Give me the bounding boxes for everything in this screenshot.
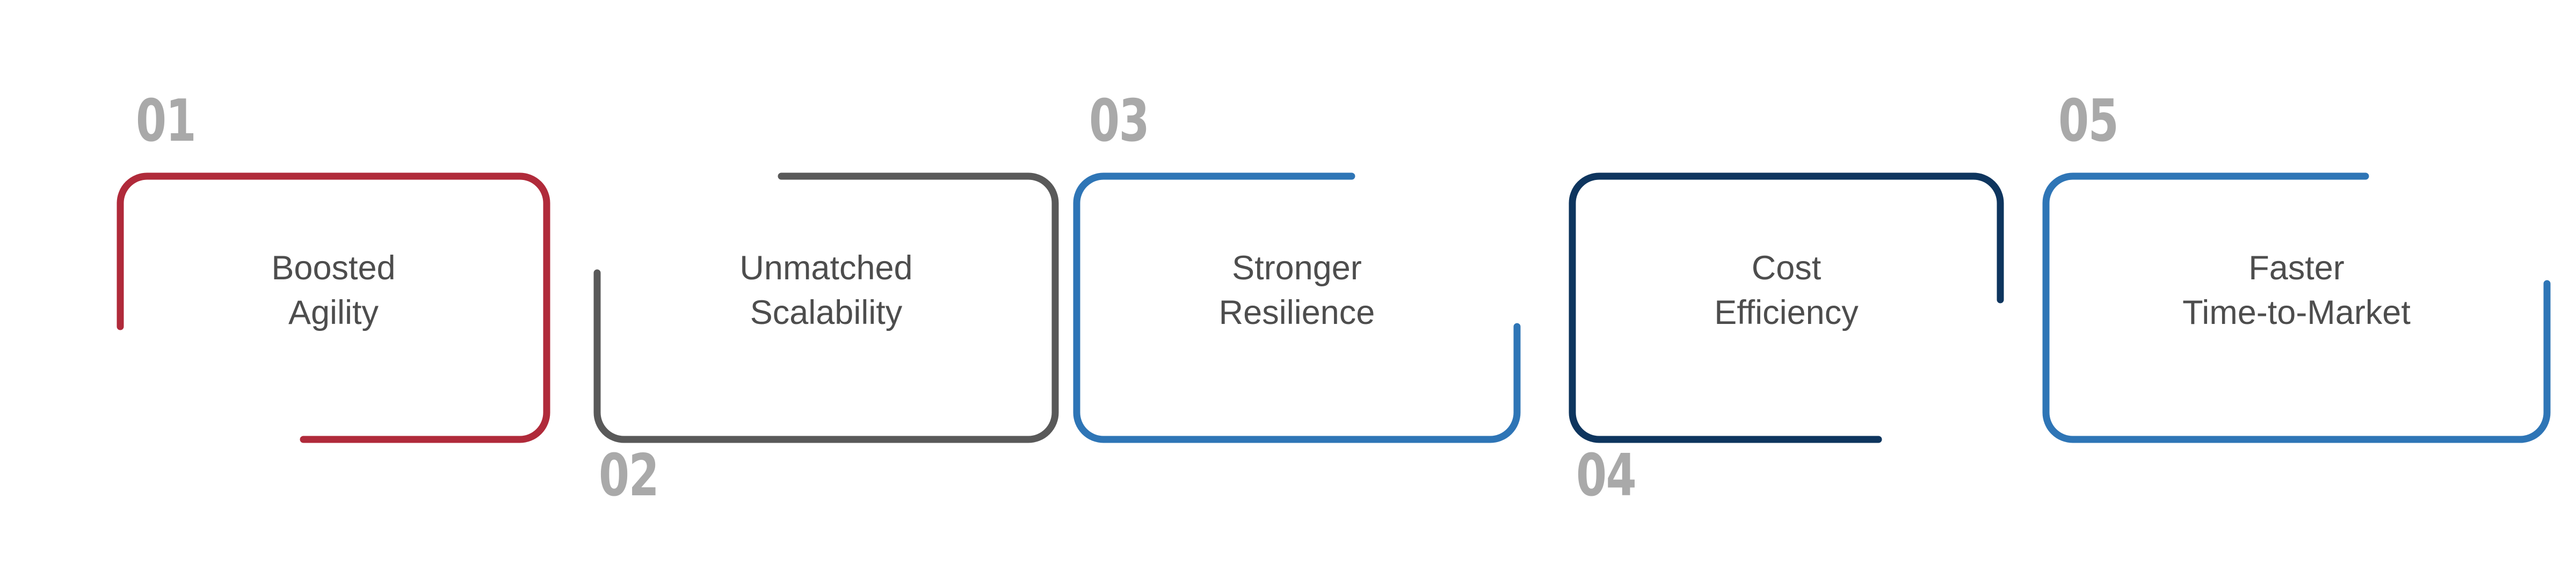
- card-label-02: Unmatched Scalability: [739, 249, 913, 332]
- benefit-card-05[interactable]: 05 Faster Time-to-Market: [2030, 0, 2576, 585]
- benefit-card-03[interactable]: 03 Stronger Resilience: [1063, 0, 1547, 585]
- card-label-01: Boosted Agility: [271, 249, 396, 332]
- card-number-02: 02: [599, 442, 659, 509]
- card-label-04: Cost Efficiency: [1714, 249, 1859, 332]
- card-label-03: Stronger Resilience: [1218, 249, 1375, 332]
- benefit-card-02[interactable]: 02 Unmatched Scalability: [569, 0, 1063, 585]
- card-number-03: 03: [1089, 88, 1150, 155]
- card-frame-03: [1073, 172, 1521, 443]
- card-frame-04: [1569, 172, 2004, 443]
- benefit-card-01[interactable]: 01 Boosted Agility: [0, 0, 569, 585]
- card-frame-05: [2042, 172, 2551, 443]
- benefit-card-04[interactable]: 04 Cost Efficiency: [1547, 0, 2030, 585]
- card-label-05: Faster Time-to-Market: [2182, 249, 2411, 332]
- card-number-01: 01: [136, 88, 197, 155]
- card-frame-02: [593, 172, 1059, 443]
- card-number-05: 05: [2058, 88, 2119, 155]
- card-frame-01: [117, 172, 550, 443]
- card-number-04: 04: [1576, 442, 1637, 509]
